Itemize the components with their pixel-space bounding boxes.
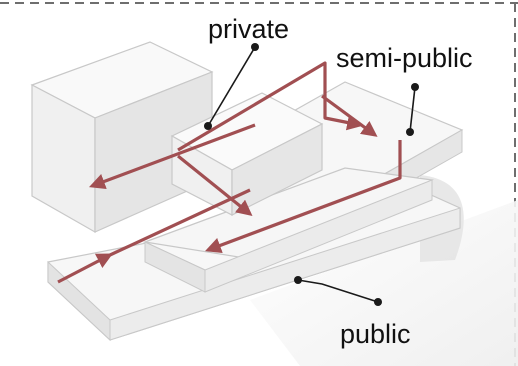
private-box [170,92,324,216]
arrow-semi-public-loop [177,61,364,152]
middle-slab [142,167,434,293]
label-semi-public: semi-public [336,43,473,73]
arrow-semi-public-return [205,140,402,253]
label-private: private [208,14,289,44]
leader-public [294,276,382,306]
arrow-to-left-cube [89,123,256,190]
leader-private [204,43,259,130]
arrow-public-up [57,253,113,284]
tall-cube [30,41,214,234]
arrow-public-rise [109,188,251,257]
circulation-arrows [57,61,402,284]
label-public: public [340,319,411,349]
arrow-inner-upper [321,94,378,137]
arrow-private-down [176,154,253,217]
leader-semi-public [406,83,419,136]
